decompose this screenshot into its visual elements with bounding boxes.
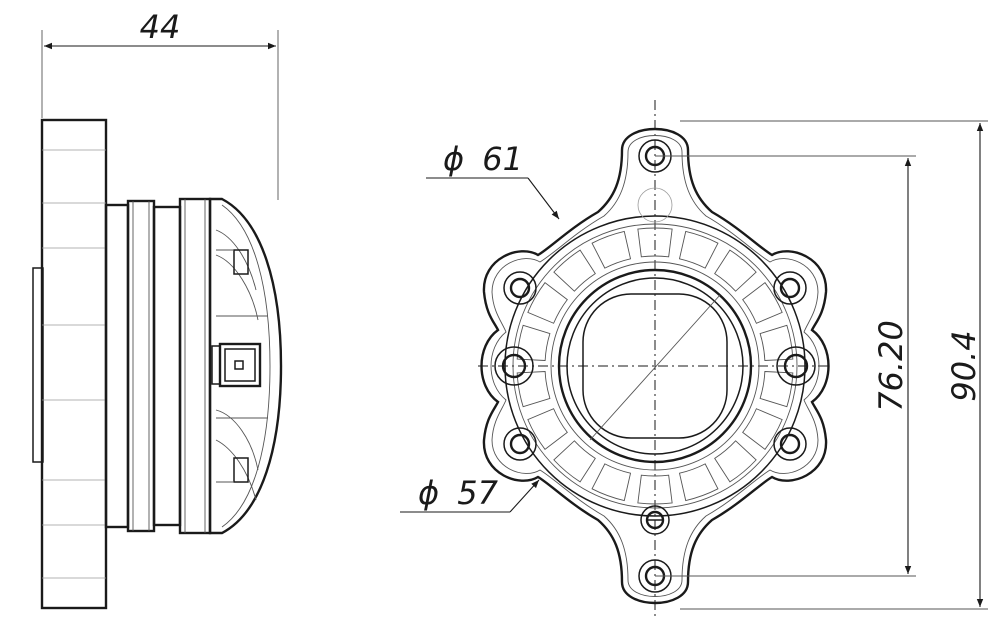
rib-pocket — [516, 371, 551, 408]
driver-body — [104, 197, 212, 535]
dimension-outer-diameter-label: 61 — [482, 140, 523, 178]
svg-text:ϕ 57: ϕ 57 — [418, 474, 499, 512]
rib-pocket — [527, 282, 568, 324]
rib-pocket — [714, 440, 757, 483]
rib-pocket — [637, 227, 673, 258]
diameter-symbol: ϕ — [443, 140, 464, 178]
side-view: 44 — [32, 8, 283, 610]
rib-pocket — [591, 230, 632, 269]
dimension-hole-spacing-label: 76.20 — [872, 320, 910, 412]
svg-text:ϕ 61: ϕ 61 — [443, 140, 523, 178]
mounting-flange — [32, 118, 108, 610]
rib-pocket — [678, 230, 719, 269]
rib-pocket — [678, 463, 719, 502]
rib-pocket — [553, 249, 596, 292]
rib-pocket — [553, 440, 596, 483]
rib-pocket — [637, 474, 673, 505]
dimension-depth: 44 — [41, 8, 279, 200]
dimension-hole-spacing: 76.20 — [655, 155, 916, 577]
dimension-inner-diameter-label: 57 — [457, 474, 498, 512]
dimension-inner-diameter: ϕ 57 — [400, 474, 540, 513]
rib-pocket — [591, 463, 632, 502]
front-view: ϕ 61 ϕ 57 76.20 90.4 — [400, 100, 988, 618]
terminal-connector — [211, 342, 262, 388]
dimension-depth-label: 44 — [140, 8, 181, 46]
diameter-symbol-2: ϕ — [418, 474, 439, 512]
rib-pocket — [516, 324, 551, 361]
rib-pocket — [759, 324, 794, 361]
cooling-ribs — [516, 227, 794, 505]
dimension-overall-height-label: 90.4 — [945, 330, 983, 401]
rear-cover — [208, 197, 283, 535]
rib-pocket — [527, 408, 568, 450]
dimension-outer-diameter: ϕ 61 — [426, 140, 560, 220]
front-flange-outline — [480, 127, 830, 605]
rib-pocket — [742, 408, 783, 450]
rib-pocket — [742, 282, 783, 324]
rib-pocket — [714, 249, 757, 292]
dimension-overall-height: 90.4 — [680, 120, 988, 610]
rib-pocket — [759, 371, 794, 408]
